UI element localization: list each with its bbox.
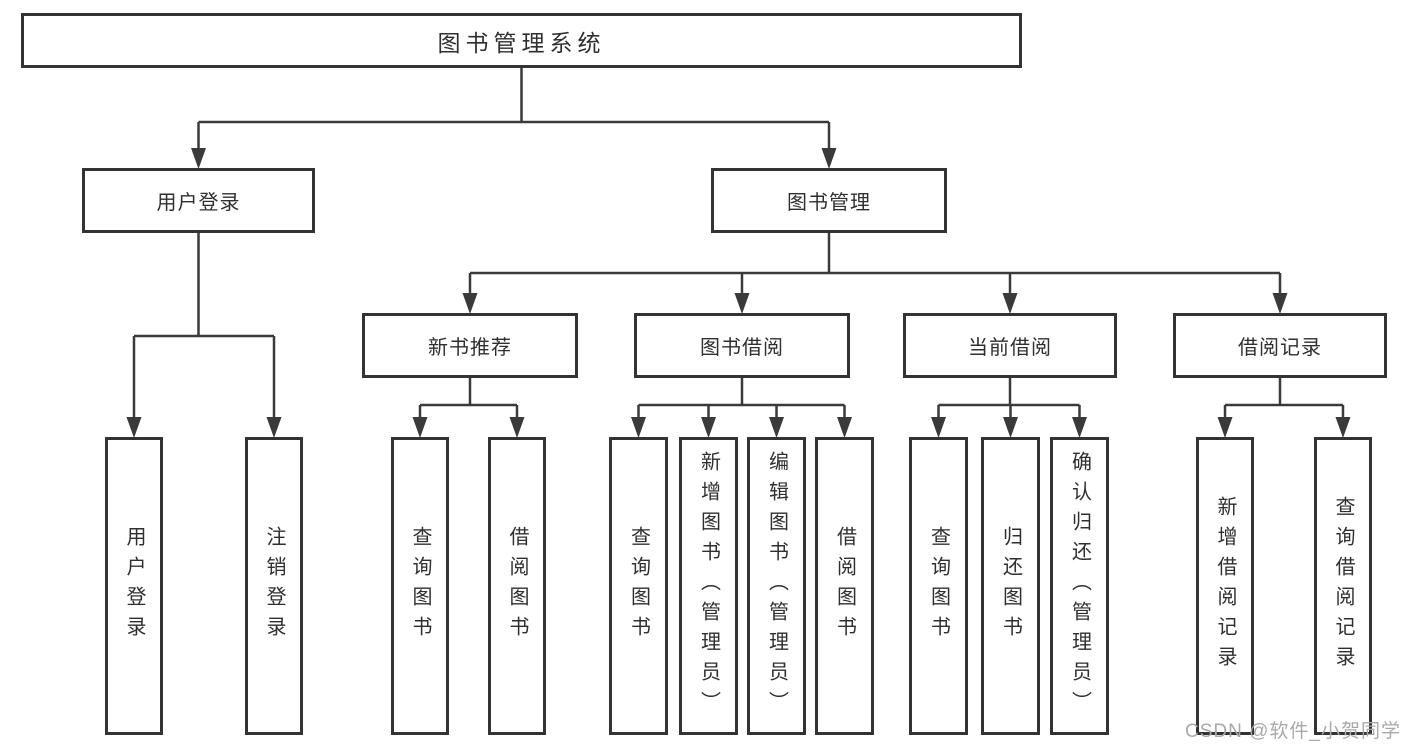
node-leaf-confirm-return-admin: 确认归还（管理员） xyxy=(1050,437,1109,735)
node-borrowing-records: 借阅记录 xyxy=(1173,313,1387,378)
arrow-down-icon xyxy=(1072,417,1087,438)
node-book-management-module: 图书管理 xyxy=(711,168,947,233)
node-leaf-add-book-admin: 新增图书（管理员） xyxy=(679,437,738,735)
node-book-borrowing: 图书借阅 xyxy=(634,313,850,378)
arrow-down-icon xyxy=(412,417,428,438)
arrow-down-icon xyxy=(1002,293,1018,314)
arrow-down-icon xyxy=(509,417,525,438)
node-leaf-query-books-recommend: 查询图书 xyxy=(391,437,449,735)
arrow-down-icon xyxy=(1335,417,1351,438)
node-leaf-user-login: 用户登录 xyxy=(105,437,163,735)
node-leaf-query-books-current: 查询图书 xyxy=(909,437,968,735)
arrow-down-icon xyxy=(734,293,750,314)
arrow-down-icons xyxy=(126,148,1351,438)
arrow-down-icon xyxy=(126,417,142,438)
arrow-down-icon xyxy=(821,148,837,169)
arrow-down-icon xyxy=(701,417,716,438)
arrow-down-icon xyxy=(191,148,206,169)
arrow-down-icon xyxy=(462,293,478,314)
tree-edges xyxy=(132,68,1345,419)
node-leaf-add-borrow-record: 新增借阅记录 xyxy=(1196,437,1254,735)
arrow-down-icon xyxy=(266,417,282,438)
node-leaf-logout: 注销登录 xyxy=(245,437,303,735)
node-leaf-borrow-books-borrowing: 借阅图书 xyxy=(815,437,874,735)
node-leaf-query-books-borrowing: 查询图书 xyxy=(609,437,668,735)
node-leaf-borrow-books-recommend: 借阅图书 xyxy=(488,437,546,735)
node-current-borrowing: 当前借阅 xyxy=(903,313,1117,378)
node-library-management-system: 图书管理系统 xyxy=(21,13,1022,68)
node-leaf-return-books: 归还图书 xyxy=(981,437,1040,735)
watermark: CSDN @软件_小贺同学 xyxy=(1185,721,1401,742)
arrow-down-icon xyxy=(931,417,946,438)
node-leaf-query-borrow-record: 查询借阅记录 xyxy=(1314,437,1372,735)
node-user-login-module: 用户登录 xyxy=(82,168,315,233)
node-leaf-edit-book-admin: 编辑图书（管理员） xyxy=(747,437,806,735)
arrow-down-icon xyxy=(1272,293,1288,314)
arrow-down-icon xyxy=(631,417,646,438)
node-new-book-recommendation: 新书推荐 xyxy=(362,313,578,378)
arrow-down-icon xyxy=(1217,417,1233,438)
arrow-down-icon xyxy=(837,417,852,438)
arrow-down-icon xyxy=(769,417,784,438)
arrow-down-icon xyxy=(1003,417,1018,438)
